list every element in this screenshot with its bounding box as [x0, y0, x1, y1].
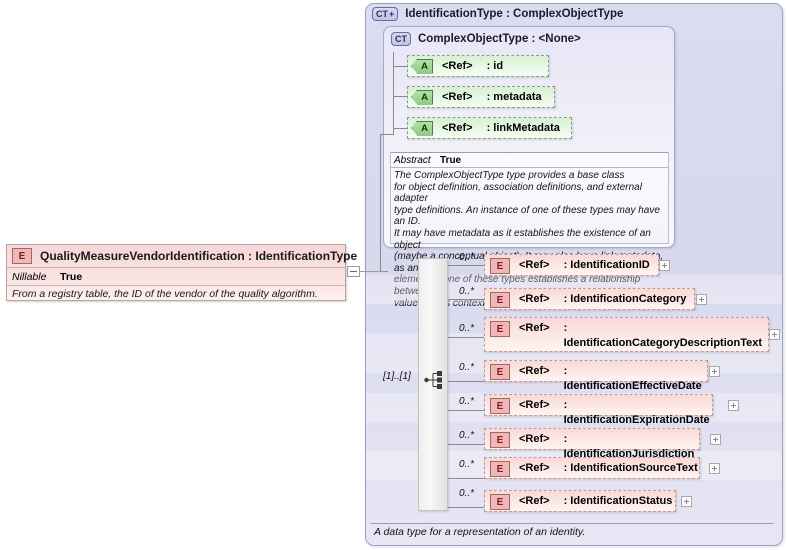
footer-divider — [370, 523, 774, 524]
element-ref: <Ref> — [519, 259, 550, 271]
element-occurrence: 0..* — [459, 362, 475, 373]
element-connector — [448, 507, 484, 508]
abstract-value: True — [440, 154, 462, 166]
element-icon: E — [490, 432, 510, 448]
nillable-label: Nillable — [12, 270, 47, 283]
element-occurrence: 0..* — [459, 323, 475, 334]
root-element-connector — [360, 271, 386, 272]
nillable-row: Nillable True — [7, 268, 345, 286]
element-ref: <Ref> — [519, 365, 550, 377]
element-ref: <Ref> — [519, 293, 550, 305]
element-icon: E — [490, 461, 510, 477]
element-name: : IdentificationExpirationDate — [563, 399, 710, 426]
element-occurrence: 0..* — [459, 396, 475, 407]
element-icon: E — [490, 398, 510, 414]
element-connector — [448, 478, 484, 479]
element-icon: E — [490, 494, 510, 510]
element-expander-icon[interactable] — [709, 463, 720, 474]
element-name: : IdentificationEffectiveDate — [563, 365, 702, 392]
element-occurrence: 0..* — [459, 252, 475, 263]
attribute-tree-trunk — [393, 52, 394, 134]
root-element-header: E QualityMeasureVendorIdentification : I… — [7, 245, 357, 268]
element-expander-icon[interactable] — [659, 260, 670, 271]
element-row[interactable]: E <Ref> : IdentificationEffectiveDate — [484, 360, 708, 392]
attribute-row[interactable]: A <Ref> : linkMetadata — [407, 117, 572, 139]
element-connector — [448, 381, 484, 382]
element-ref: <Ref> — [519, 495, 550, 507]
inner-ct-stub-h — [380, 134, 394, 135]
abstract-row: Abstract True — [391, 152, 668, 168]
inner-ct-stub-v — [380, 134, 381, 272]
complex-type-title: IdentificationType : ComplexObjectType — [405, 8, 624, 20]
element-connector — [448, 444, 484, 445]
attribute-ref: <Ref> — [442, 91, 473, 103]
element-row[interactable]: E <Ref> : IdentificationCategoryDescript… — [484, 317, 769, 352]
root-element-title: QualityMeasureVendorIdentification : Ide… — [40, 249, 358, 263]
attribute-name: : linkMetadata — [486, 122, 560, 134]
element-expander-icon[interactable] — [696, 294, 707, 305]
attribute-icon: A — [411, 120, 433, 136]
element-name: : IdentificationID — [563, 259, 650, 271]
root-element-documentation: From a registry table, the ID of the ven… — [12, 288, 318, 300]
element-name: : IdentificationCategory — [563, 293, 687, 305]
element-icon: E — [12, 248, 32, 264]
element-name: : IdentificationSourceText — [563, 462, 698, 474]
element-expander-icon[interactable] — [710, 434, 721, 445]
attribute-branch-3 — [393, 128, 407, 129]
attribute-branch-2 — [393, 96, 407, 97]
attribute-name: : id — [486, 60, 504, 72]
collapse-toggle-icon[interactable] — [347, 266, 360, 277]
attribute-ref: <Ref> — [442, 122, 473, 134]
element-expander-icon[interactable] — [709, 366, 720, 377]
element-ref: <Ref> — [519, 462, 550, 474]
element-icon: E — [490, 292, 510, 308]
abstract-documentation-card: Abstract True The ComplexObjectType type… — [390, 152, 669, 309]
abstract-label: Abstract — [394, 154, 431, 166]
attribute-ref: <Ref> — [442, 60, 473, 72]
element-occurrence: 0..* — [459, 430, 475, 441]
attribute-branch-1 — [393, 66, 407, 67]
complex-type-header: CT+ IdentificationType : ComplexObjectTy… — [372, 6, 776, 22]
element-icon: E — [490, 258, 510, 274]
element-row[interactable]: E <Ref> : IdentificationExpirationDate — [484, 394, 713, 426]
element-occurrence: 0..* — [459, 459, 475, 470]
inner-complex-type-title: ComplexObjectType : <None> — [418, 33, 581, 45]
inner-complex-type-header: CT ComplexObjectType : <None> — [391, 31, 667, 47]
attribute-icon: A — [411, 58, 433, 74]
element-expander-icon[interactable] — [681, 496, 692, 507]
element-expander-icon[interactable] — [769, 329, 780, 340]
element-expander-icon[interactable] — [728, 400, 739, 411]
attribute-icon: A — [411, 89, 433, 105]
element-ref: <Ref> — [519, 322, 550, 334]
element-icon: E — [490, 364, 510, 380]
element-connector — [448, 265, 484, 266]
element-row[interactable]: E <Ref> : IdentificationStatus — [484, 490, 676, 512]
attribute-row[interactable]: A <Ref> : id — [407, 55, 549, 77]
element-icon: E — [490, 321, 510, 337]
sequence-compositor-icon[interactable] — [424, 370, 446, 390]
complex-type-documentation: A data type for a representation of an i… — [374, 526, 586, 538]
minus-icon — [350, 271, 357, 272]
element-name: : IdentificationStatus — [563, 495, 673, 507]
element-ref: <Ref> — [519, 433, 550, 445]
element-connector — [448, 299, 484, 300]
nillable-value: True — [60, 270, 83, 283]
element-occurrence: 0..* — [459, 488, 475, 499]
element-row[interactable]: E <Ref> : IdentificationSourceText — [484, 457, 700, 479]
complex-type-icon[interactable]: CT+ — [372, 7, 399, 21]
element-connector — [448, 337, 484, 338]
element-row[interactable]: E <Ref> : IdentificationID — [484, 254, 659, 276]
root-element-box[interactable]: E QualityMeasureVendorIdentification : I… — [6, 244, 357, 301]
element-row[interactable]: E <Ref> : IdentificationJurisdiction — [484, 428, 700, 460]
attribute-name: : metadata — [486, 91, 542, 103]
attribute-row[interactable]: A <Ref> : metadata — [407, 86, 555, 108]
element-occurrence: 0..* — [459, 286, 475, 297]
element-row[interactable]: E <Ref> : IdentificationCategory — [484, 288, 695, 310]
element-connector — [448, 410, 484, 411]
element-ref: <Ref> — [519, 399, 550, 411]
inner-complex-type-icon[interactable]: CT — [391, 32, 411, 46]
sequence-cardinality: [1]..[1] — [383, 371, 411, 382]
element-name: : IdentificationCategoryDescriptionText — [563, 322, 763, 349]
